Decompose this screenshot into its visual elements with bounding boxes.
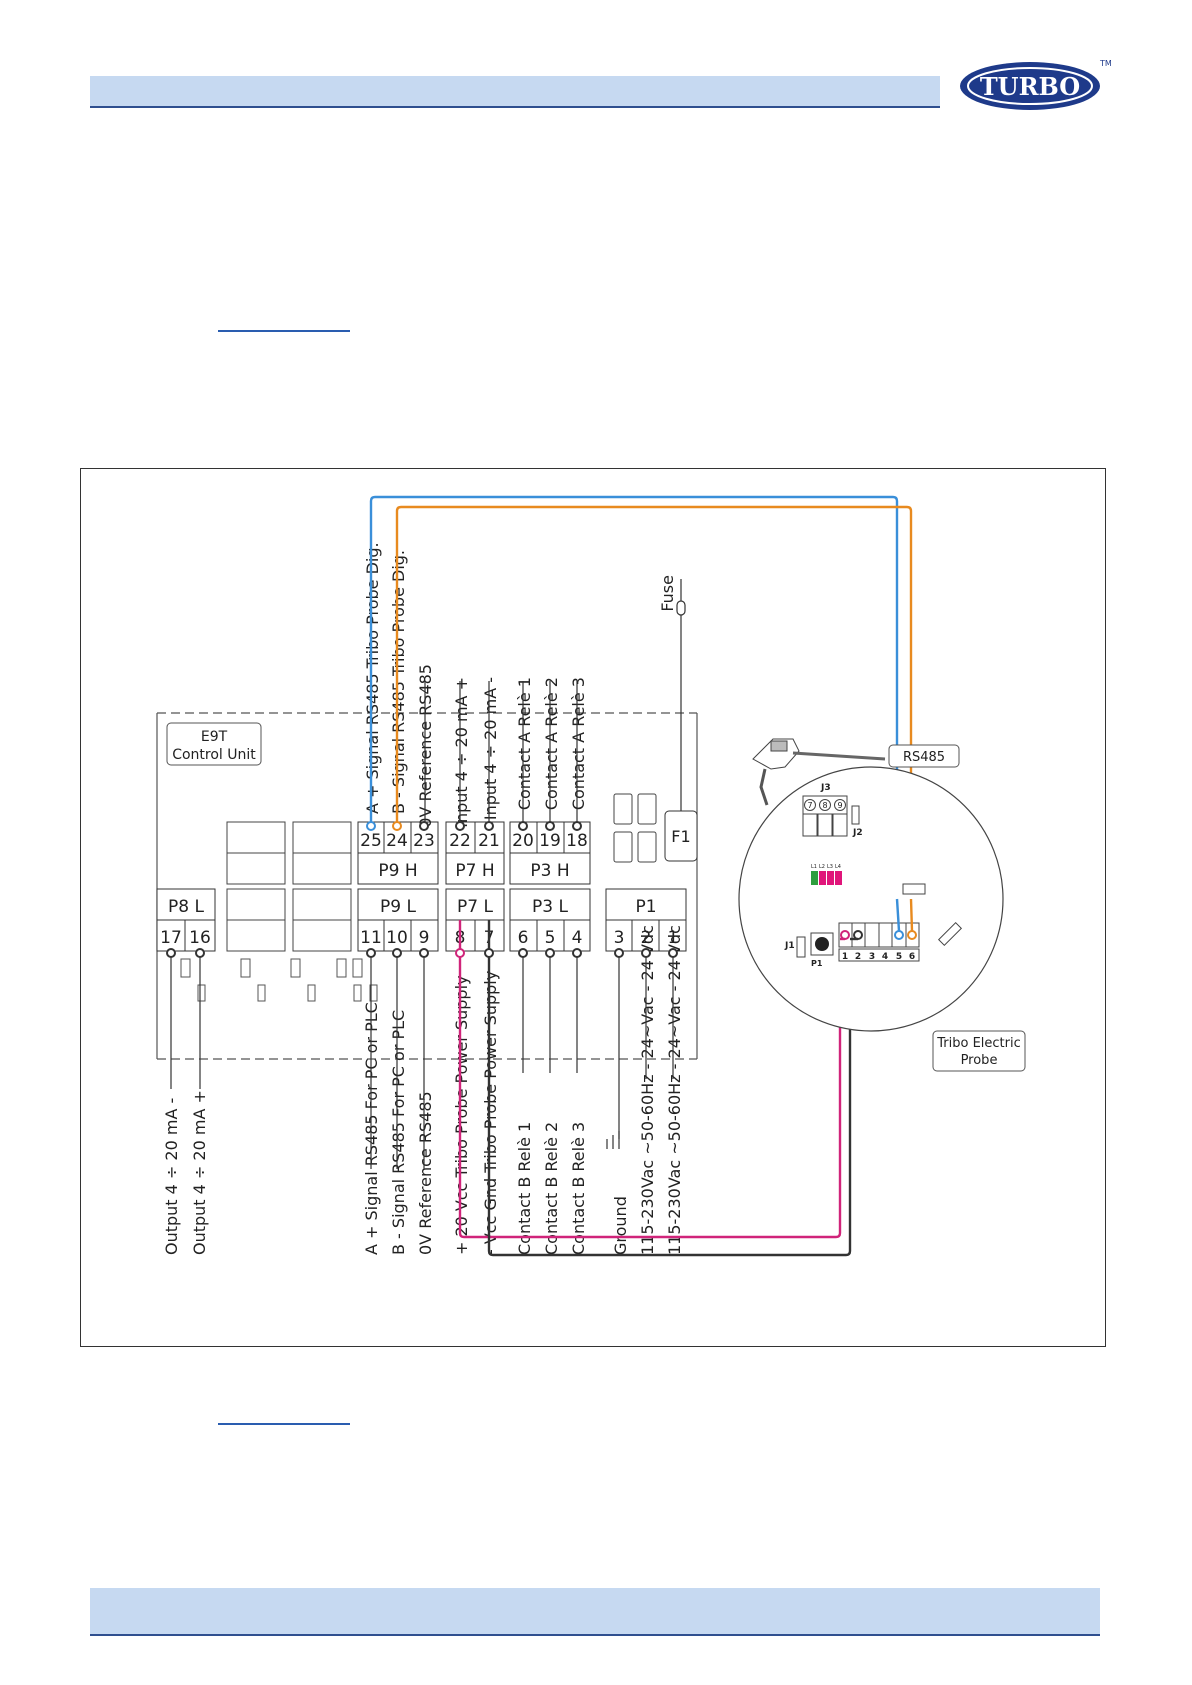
j2-label: J2 <box>852 828 863 838</box>
p1-pin-3: 3 <box>869 952 875 962</box>
j1-label: J1 <box>784 941 795 951</box>
block-p7h: P7 H <box>455 861 494 881</box>
terminal-2: 2 <box>641 928 652 948</box>
terminal-10: 10 <box>386 928 408 948</box>
bottom-labels: Output 4 ÷ 20 mA - Output 4 ÷ 20 mA + A … <box>162 925 684 1255</box>
p1-pin-1: 1 <box>842 952 848 962</box>
label-t18: Contact A Relè 3 <box>569 677 588 810</box>
j3-pin-9: 9 <box>837 801 842 810</box>
label-b8: + 20 Vcc Tribo Probe Power Supply <box>452 976 471 1256</box>
bottom-leads <box>170 951 674 1169</box>
probe-label-1: Tribo Electric <box>936 1036 1021 1051</box>
terminal-17: 17 <box>160 928 182 948</box>
wire-terminal-dots <box>166 821 678 958</box>
block-p1: P1 <box>635 897 656 917</box>
block-p3l: P3 L <box>532 897 568 917</box>
terminal-9: 9 <box>419 928 430 948</box>
label-t21: Input 4 ÷ 20 mA - <box>481 677 500 820</box>
j3-label: J3 <box>820 783 831 793</box>
unit-title-2: Control Unit <box>172 747 256 763</box>
terminal-11: 11 <box>360 928 382 948</box>
label-t20: Contact A Relè 1 <box>515 677 534 810</box>
block-p3h: P3 H <box>530 861 569 881</box>
label-b17: Output 4 ÷ 20 mA - <box>162 1098 181 1255</box>
led-l1: L1 <box>811 864 817 870</box>
terminal-20: 20 <box>512 831 534 851</box>
block-p7l: P7 L <box>457 897 493 917</box>
label-b5: Contact B Relè 2 <box>542 1122 561 1255</box>
label-b7: - Vcc Gnd Tribo Probe Power Supply <box>481 971 500 1255</box>
block-p9l: P9 L <box>380 897 416 917</box>
wiring-diagram: E9T Control Unit P9 H P7 H P3 H F1 25 24… <box>156 495 1026 1257</box>
p1-pin-2: 2 <box>855 952 861 962</box>
hyperlink-underline-2[interactable] <box>218 1423 350 1425</box>
terminal-25: 25 <box>360 831 382 851</box>
label-b2: 115-230Vac ~50-60Hz - 24~Vac - 24 Vdc <box>638 925 657 1255</box>
terminal-18: 18 <box>566 831 588 851</box>
block-p8l: P8 L <box>168 897 204 917</box>
logo-tm: TM <box>1099 59 1112 68</box>
terminal-6: 6 <box>518 928 529 948</box>
p1-pin-4: 4 <box>882 952 888 962</box>
orange-wire <box>395 505 913 899</box>
probe-label-2: Probe <box>961 1053 998 1068</box>
label-t19: Contact A Relè 2 <box>542 677 561 810</box>
probe-sensor-illustration <box>752 738 886 806</box>
label-b16: Output 4 ÷ 20 mA + <box>190 1090 209 1255</box>
top-connectors: P9 H P7 H P3 H F1 25 24 23 22 21 20 19 1… <box>357 810 698 885</box>
label-b3: Ground <box>611 1196 630 1255</box>
probe-wire-drops <box>840 898 914 941</box>
wiring-diagram-frame: E9T Control Unit P9 H P7 H P3 H F1 25 24… <box>80 468 1106 1347</box>
label-t24: B - Signal RS485 Tribo Probe Dig. <box>389 550 408 814</box>
footer-bar <box>90 1588 1100 1636</box>
terminal-16: 16 <box>189 928 211 948</box>
label-fuse: Fuse <box>658 575 677 612</box>
led-l3: L3 <box>827 864 833 870</box>
terminal-3: 3 <box>614 928 625 948</box>
screw-marks <box>180 958 378 1002</box>
label-t25: A + Signal RS485 Tribo Probe Dig. <box>363 542 382 814</box>
p1-pin-6: 6 <box>909 952 915 962</box>
terminal-22: 22 <box>449 831 471 851</box>
j3-pin-7: 7 <box>807 801 812 810</box>
terminal-23: 23 <box>413 831 435 851</box>
p1-label: P1 <box>811 959 823 968</box>
unit-title-1: E9T <box>201 729 228 745</box>
black-wire <box>487 920 852 1257</box>
rs485-label: RS485 <box>903 750 945 765</box>
magenta-wire <box>458 920 842 1239</box>
wires <box>369 495 913 1257</box>
terminal-5: 5 <box>545 928 556 948</box>
terminal-21: 21 <box>478 831 500 851</box>
turbo-logo: TURBO TM <box>960 59 1112 110</box>
led-l4: L4 <box>835 864 841 870</box>
header-bar <box>90 76 940 108</box>
block-f1: F1 <box>671 827 690 846</box>
terminal-24: 24 <box>386 831 408 851</box>
label-b6: Contact B Relè 1 <box>515 1122 534 1255</box>
hyperlink-underline-1[interactable] <box>218 330 350 332</box>
terminal-4: 4 <box>572 928 583 948</box>
label-b10: B - Signal RS485 For PC or PLC <box>389 1010 408 1255</box>
control-unit: E9T Control Unit <box>156 712 698 1060</box>
bottom-connectors: P8 L P9 L P7 L P3 L P1 17 16 11 10 9 8 7… <box>156 888 687 952</box>
block-p9h: P9 H <box>378 861 417 881</box>
tribo-probe: RS485 J3 7 8 9 J2 L1 L2 L3 L4 J1 P1 <box>738 744 1026 1072</box>
top-labels: A + Signal RS485 Tribo Probe Dig. B - Si… <box>363 542 677 827</box>
label-b4: Contact B Relè 3 <box>569 1122 588 1255</box>
blue-wire <box>369 495 899 899</box>
terminal-1: 1 <box>668 928 679 948</box>
logo-text: TURBO <box>980 72 1080 101</box>
relay-placeholders <box>226 793 657 952</box>
terminal-19: 19 <box>539 831 561 851</box>
j3-pin-8: 8 <box>822 801 827 810</box>
label-b1: 115-230Vac ~50-60Hz - 24~Vac - 24 Vdc <box>665 925 684 1255</box>
label-t22: Input 4 ÷ 20 mA + <box>452 677 471 828</box>
led-l2: L2 <box>819 864 825 870</box>
label-b9: 0V Reference RS485 <box>416 1091 435 1255</box>
top-leads <box>424 579 686 822</box>
p1-pin-5: 5 <box>896 952 902 962</box>
